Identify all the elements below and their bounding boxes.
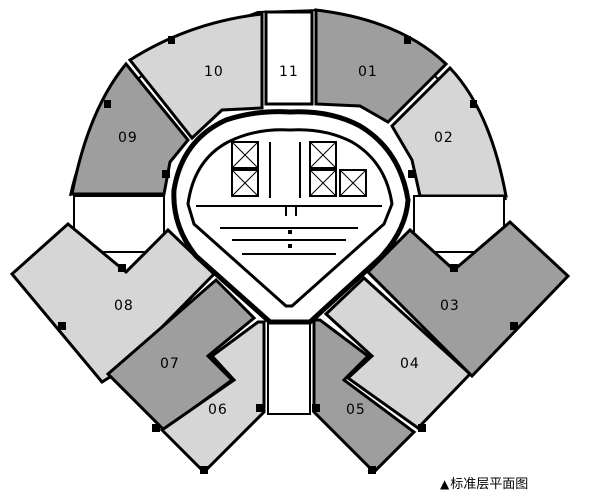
unit-labels: 10 11 01 02 09 08 03 07 04 06 05 — [114, 64, 460, 418]
unit-11[interactable] — [264, 10, 314, 106]
stair-mark-2 — [288, 244, 292, 248]
unit-05[interactable] — [312, 318, 417, 475]
stair-mark-1 — [288, 230, 292, 234]
plan-caption: ▲标准层平面图 — [440, 473, 528, 492]
unit-10[interactable] — [127, 12, 264, 141]
unit-03[interactable] — [365, 219, 571, 379]
unit-label-09: 09 — [118, 130, 138, 146]
toilet-block-right — [413, 195, 505, 253]
unit-label-04: 04 — [400, 356, 420, 372]
corridor-bottom — [267, 321, 311, 415]
unit-label-02: 02 — [434, 130, 454, 146]
unit-label-03: 03 — [440, 298, 460, 314]
unit-label-07: 07 — [160, 356, 180, 372]
unit-label-01: 01 — [358, 64, 378, 80]
triangle-marker-icon: ▲ — [440, 477, 450, 491]
elevator-bank-right — [309, 141, 367, 197]
unit-label-11: 11 — [279, 64, 299, 80]
unit-06[interactable] — [159, 320, 266, 475]
unit-label-10: 10 — [204, 64, 224, 80]
unit-09[interactable] — [70, 61, 190, 196]
elevator-bank-left — [231, 141, 259, 197]
toilet-block-left — [73, 195, 165, 253]
unit-label-08: 08 — [114, 298, 134, 314]
unit-label-05: 05 — [346, 402, 366, 418]
unit-label-06: 06 — [208, 402, 228, 418]
core-inner-wall — [186, 128, 394, 308]
plan-caption-text: 标准层平面图 — [450, 477, 529, 492]
core-walls — [196, 142, 382, 255]
structural-columns — [58, 36, 518, 474]
